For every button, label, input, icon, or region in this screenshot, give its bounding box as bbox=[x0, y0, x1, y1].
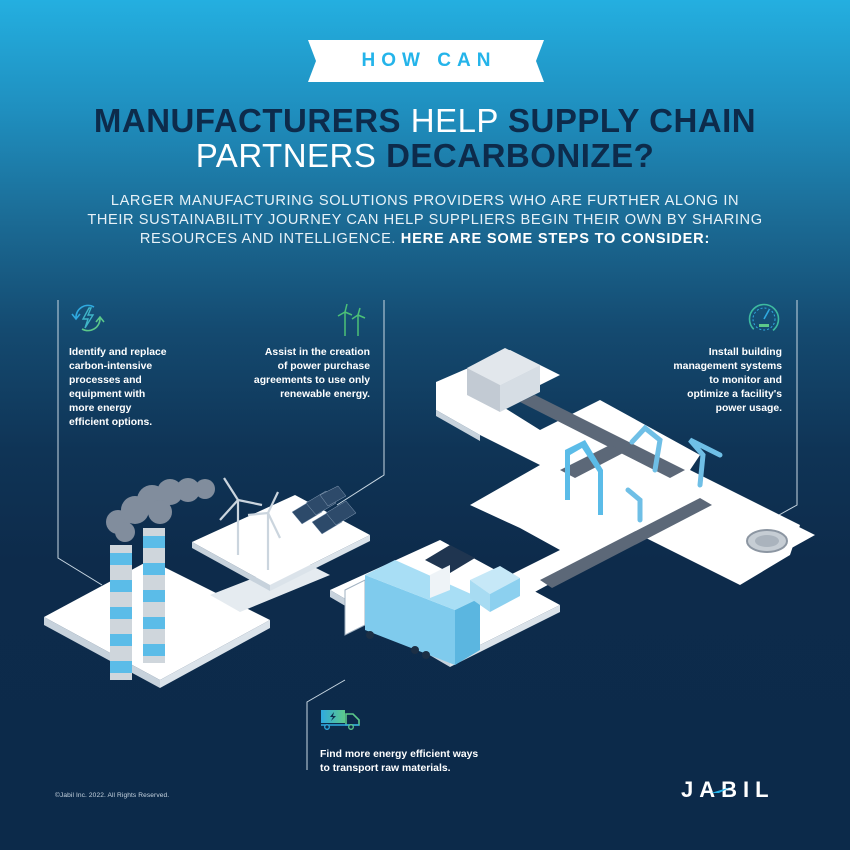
intro-line: RESOURCES AND INTELLIGENCE. bbox=[139, 231, 397, 247]
page-title: MANUFACTURERS HELP SUPPLY CHAIN PARTNERS… bbox=[0, 103, 850, 173]
smokestacks bbox=[106, 478, 215, 680]
wind-turbines bbox=[219, 477, 281, 570]
headline-partners: PARTNERS bbox=[195, 137, 377, 174]
wind-turbine-icon bbox=[334, 303, 370, 342]
headline-manufacturers: MANUFACTURERS bbox=[93, 102, 402, 139]
gantry bbox=[565, 440, 603, 515]
headline-decarbonize: DECARBONIZE? bbox=[386, 137, 655, 174]
electric-truck-icon bbox=[320, 708, 362, 737]
energy-cycle-icon bbox=[70, 303, 106, 338]
copyright-text: ©Jabil Inc. 2022. All Rights Reserved. bbox=[55, 792, 170, 799]
jabil-logo: JABIL bbox=[681, 777, 801, 802]
step-replace-processes: Identify and replace carbon-intensive pr… bbox=[69, 347, 167, 428]
factory-floor-platform bbox=[436, 350, 800, 600]
svg-text:JABIL: JABIL bbox=[681, 778, 775, 802]
gauge-icon bbox=[747, 302, 781, 341]
how-can-banner: HOW CAN bbox=[308, 38, 544, 84]
headline-help: HELP bbox=[410, 102, 499, 139]
step-transport: Find more energy efficient ways to trans… bbox=[320, 749, 479, 774]
intro-line: LARGER MANUFACTURING SOLUTIONS PROVIDERS… bbox=[110, 193, 740, 209]
banner-label: HOW CAN bbox=[361, 50, 497, 71]
solar-panels bbox=[291, 485, 357, 535]
intro-paragraph: LARGER MANUFACTURING SOLUTIONS PROVIDERS… bbox=[30, 192, 820, 249]
factory-machine bbox=[467, 348, 540, 412]
smart-meter bbox=[738, 520, 815, 560]
headline-supply-chain: SUPPLY CHAIN bbox=[508, 102, 757, 139]
truck bbox=[344, 560, 480, 665]
forklift bbox=[425, 545, 520, 612]
step-building-management: Install building management systems to m… bbox=[673, 347, 782, 414]
robot-arms bbox=[625, 424, 723, 523]
intro-emphasis: HERE ARE SOME STEPS TO CONSIDER: bbox=[400, 231, 711, 247]
intro-line: THEIR SUSTAINABILITY JOURNEY CAN HELP SU… bbox=[87, 212, 763, 228]
step-power-purchase: Assist in the creation of power purchase… bbox=[253, 347, 370, 400]
